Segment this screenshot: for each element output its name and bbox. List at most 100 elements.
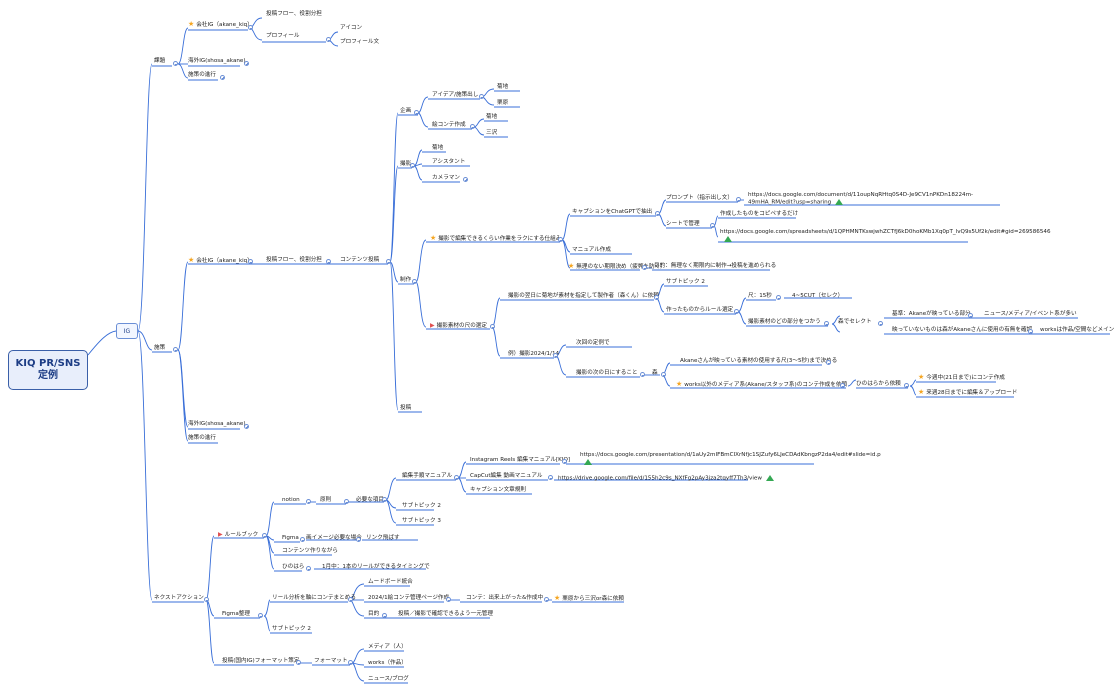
node-shaku[interactable]: 尺：15秒 (748, 293, 772, 299)
node-idea[interactable]: アイデア/施策出し (432, 92, 479, 98)
collapse-toggle[interactable] (878, 321, 883, 326)
collapse-toggle[interactable] (904, 383, 909, 388)
node-kurihara[interactable]: 栗原 (497, 100, 509, 106)
collapse-toggle[interactable] (479, 94, 484, 99)
node-link[interactable]: リンク飛ばす (366, 535, 400, 541)
node-kaigai2[interactable]: 海外IG(shosa_akane) (188, 421, 246, 427)
collapse-toggle[interactable] (382, 497, 387, 502)
node-media[interactable]: メディア（人） (368, 644, 407, 650)
node-kigyou[interactable]: 企画 (400, 108, 412, 114)
node-reel-bunseki[interactable]: リール分析を軸にコンテまとめる (272, 595, 356, 601)
ig-node[interactable]: IG (116, 323, 138, 339)
node-ga-image[interactable]: 画イメージ必要な場合 (306, 535, 362, 541)
collapse-toggle[interactable] (248, 259, 253, 264)
node-figma-seiri[interactable]: Figma整理 (222, 611, 250, 617)
node-cut[interactable]: 4~5CUT（セレク） (792, 293, 844, 299)
collapse-toggle[interactable] (296, 660, 301, 665)
node-subtopic2a[interactable]: サブトピック 2 (666, 279, 705, 285)
node-tsugi[interactable]: 撮影の次の日にすること (576, 370, 638, 376)
collapse-toggle[interactable] (414, 110, 419, 115)
collapse-toggle[interactable] (356, 537, 361, 542)
collapse-toggle[interactable] (258, 613, 263, 618)
node-konshu[interactable]: ★今週中(21日まで)にコンテ作成 (918, 374, 1005, 382)
node-muri[interactable]: ★無理のない期限決め（疲弊を防ぐ） (568, 263, 666, 271)
node-sesaku1[interactable]: 施策の進行 (188, 72, 216, 78)
node-works-igai[interactable]: ★works以外のメディア系(Akane/スタッフ系)のコンテ作成を依頼 (676, 381, 847, 389)
node-news[interactable]: ニュース/メディア/イベント系が多い (984, 311, 1077, 317)
collapse-toggle[interactable] (382, 613, 387, 618)
node-capcut[interactable]: CapCut編集 動画マニュアル (470, 473, 543, 479)
collapse-toggle[interactable] (248, 25, 253, 30)
node-manual[interactable]: マニュアル作成 (572, 247, 611, 253)
node-prompt[interactable]: プロンプト（指示出し文） (666, 195, 733, 201)
node-kurihara-mori[interactable]: ★栗原から三沢or森に依頼 (554, 595, 624, 603)
node-caption-rule[interactable]: キャプション文章規則 (470, 487, 526, 493)
node-akane-sozai[interactable]: Akaneさんが映っている素材の使用する尺(3〜5秒)まで決める (680, 358, 838, 364)
node-toukou-flow1[interactable]: 投稿フロー、役割分担 (266, 11, 322, 17)
collapse-toggle[interactable] (655, 211, 660, 216)
node-doko[interactable]: 撮影素材のどの部分をつかう (748, 319, 821, 325)
link-text[interactable]: https://docs.google.com/document/d/11oup… (748, 192, 974, 206)
collapse-toggle[interactable] (548, 475, 553, 480)
node-format-node[interactable]: フォーマット (314, 658, 348, 664)
collapse-toggle[interactable] (734, 309, 739, 314)
collapse-toggle[interactable] (968, 313, 973, 318)
collapse-toggle[interactable] (661, 372, 666, 377)
node-prompt-url[interactable]: https://docs.google.com/document/d/11oup… (748, 192, 988, 207)
node-moodboard[interactable]: ムードボード統合 (368, 579, 413, 585)
node-kadai[interactable]: 課題 (154, 58, 166, 64)
node-figma1[interactable]: Figma (282, 535, 299, 541)
node-jikai[interactable]: 次回の定例で (576, 340, 610, 346)
collapse-toggle[interactable] (642, 265, 647, 270)
node-contents-tsukuri[interactable]: コンテンツ作りながら (282, 548, 338, 554)
node-misawa[interactable]: 三沢 (486, 130, 498, 136)
collapse-toggle[interactable] (326, 259, 331, 264)
node-satsuei[interactable]: 撮影 (400, 161, 412, 167)
node-icon[interactable]: アイコン (340, 25, 363, 31)
collapse-toggle[interactable] (306, 499, 311, 504)
link-text[interactable]: https://docs.google.com/presentation/d/1… (580, 452, 881, 458)
collapse-toggle[interactable] (173, 347, 178, 352)
collapse-toggle[interactable] (776, 295, 781, 300)
node-works-sakuhin[interactable]: worksは作品/空間などメイン (1040, 327, 1115, 333)
collapse-toggle[interactable] (654, 295, 659, 300)
collapse-toggle[interactable] (348, 597, 353, 602)
node-seisaku-top[interactable]: 施策 (154, 345, 166, 351)
node-raishu[interactable]: ★来週28日までに編集＆アップロード (918, 389, 1017, 397)
expand-toggle[interactable] (463, 177, 468, 182)
collapse-toggle[interactable] (173, 61, 178, 66)
node-mokuteki[interactable]: 目的：無理なく期限内に制作→投稿を進められる (654, 263, 777, 269)
collapse-toggle[interactable] (1028, 329, 1033, 334)
collapse-toggle[interactable] (640, 372, 645, 377)
node-kijun[interactable]: 基準：Akaneが映っている部分 (892, 311, 971, 317)
collapse-toggle[interactable] (262, 533, 267, 538)
collapse-toggle[interactable] (470, 124, 475, 129)
node-profile-text[interactable]: プロフィール文 (340, 39, 380, 45)
collapse-toggle[interactable] (300, 537, 305, 542)
node-hinohara[interactable]: ひのはらから依頼 (856, 381, 901, 387)
collapse-toggle[interactable] (326, 37, 331, 42)
node-kanri-page[interactable]: 2024/1絵コンテ管理ページ作成 (368, 595, 450, 601)
node-sesaku2[interactable]: 施策の進行 (188, 435, 216, 441)
node-kaisha1[interactable]: ★会社IG（akane_kiq） (188, 21, 253, 29)
collapse-toggle[interactable] (454, 475, 459, 480)
node-mori[interactable]: 森 (652, 370, 658, 376)
node-seisaku[interactable]: 制作 (400, 277, 412, 283)
node-rei[interactable]: 例）撮影2024/1/14 (508, 351, 560, 357)
node-sozai[interactable]: ▶撮影素材の尺の選定 (430, 322, 487, 330)
node-konte-status[interactable]: コンテ：出来上がった&作成中 (466, 595, 544, 601)
node-utsutte[interactable]: 映っていないものは森がAkaneさんに使用の有無を確認 (892, 327, 1033, 333)
node-format[interactable]: 投稿(国内IG)フォーマット策定 (222, 658, 300, 664)
node-rulebook[interactable]: ▶ルールブック (218, 531, 258, 539)
node-news-blog[interactable]: ニュース/ブログ (368, 676, 409, 682)
node-kuzuchi2[interactable]: 菊地 (486, 114, 498, 120)
node-works[interactable]: works（作品） (368, 660, 407, 666)
node-henshu-raku[interactable]: ★撮影で編集できるくらい作業をラクにする仕組み (430, 235, 561, 243)
node-ikkagetsu[interactable]: 1月中：1本のリールができるタイミングで (322, 564, 430, 570)
collapse-toggle[interactable] (736, 197, 741, 202)
node-reels[interactable]: Instagram Reels 編集マニュアル[KIQ] (470, 457, 571, 463)
node-profile[interactable]: プロフィール (266, 33, 300, 39)
collapse-toggle[interactable] (204, 597, 209, 602)
collapse-toggle[interactable] (562, 459, 567, 464)
